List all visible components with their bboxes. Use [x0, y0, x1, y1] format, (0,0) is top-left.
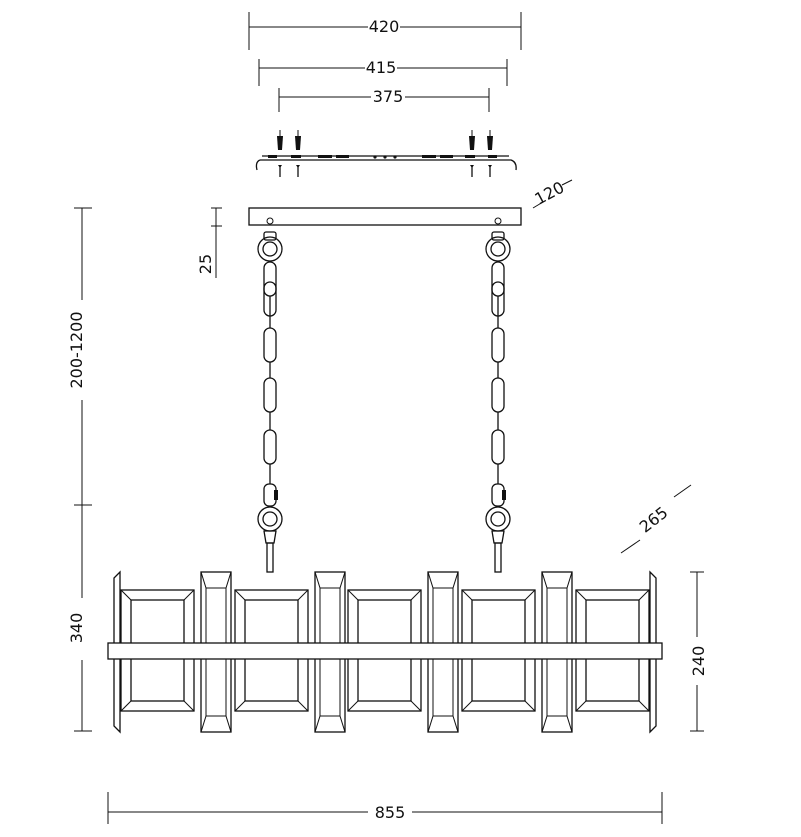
screw-icon — [469, 130, 475, 177]
canopy — [248, 207, 522, 226]
dimension-375-label: 375 — [373, 87, 404, 106]
bottom-ring — [257, 506, 283, 532]
dimension-240-label: 240 — [689, 646, 708, 677]
dimension-25-label: 25 — [196, 254, 215, 274]
horizontal-frame-bar — [107, 642, 663, 660]
chain-link — [263, 261, 277, 297]
fixture-body — [107, 570, 663, 734]
wall-anchor-icon — [277, 130, 493, 177]
dimension-420: 420 — [248, 12, 522, 50]
chain-link — [491, 327, 505, 363]
dimension-240: 240 — [689, 571, 708, 732]
dimension-340: 340 — [67, 505, 92, 732]
chain-link — [491, 429, 505, 465]
finial — [263, 530, 277, 544]
dimension-855: 855 — [107, 792, 663, 824]
screw-icon — [487, 130, 493, 177]
chain-link — [263, 429, 277, 465]
dimension-200-1200: 200-1200 — [67, 207, 92, 506]
chain-link — [491, 261, 505, 297]
chain-left — [257, 231, 283, 573]
dimension-415: 415 — [258, 58, 508, 86]
ring-collar — [491, 231, 505, 241]
stem — [494, 542, 502, 573]
bottom-ring — [485, 506, 511, 532]
dimension-200-1200-label: 200-1200 — [67, 311, 86, 388]
mounting-plate — [255, 155, 517, 171]
dimension-120: 120 — [531, 178, 573, 209]
ring-collar — [263, 231, 277, 241]
dimension-420-label: 420 — [369, 17, 400, 36]
chain-link — [491, 377, 505, 413]
dimension-855-label: 855 — [375, 803, 406, 822]
chain-link — [263, 377, 277, 413]
top-ring — [485, 236, 511, 262]
screw-icon — [295, 130, 301, 177]
chain-link — [263, 327, 277, 363]
dimension-120-label: 120 — [531, 178, 567, 209]
dimension-265: 265 — [620, 484, 692, 554]
left-end-cap — [113, 570, 121, 734]
dimension-340-label: 340 — [67, 613, 86, 644]
dimension-25: 25 — [196, 207, 222, 278]
finial — [491, 530, 505, 544]
top-ring — [257, 236, 283, 262]
dimension-415-label: 415 — [366, 58, 397, 77]
chain-right — [485, 231, 511, 573]
dimension-265-label: 265 — [636, 503, 672, 537]
screw-icon — [277, 130, 283, 177]
stem — [266, 542, 274, 573]
right-end-cap — [649, 570, 657, 734]
dimension-375: 375 — [278, 87, 490, 112]
